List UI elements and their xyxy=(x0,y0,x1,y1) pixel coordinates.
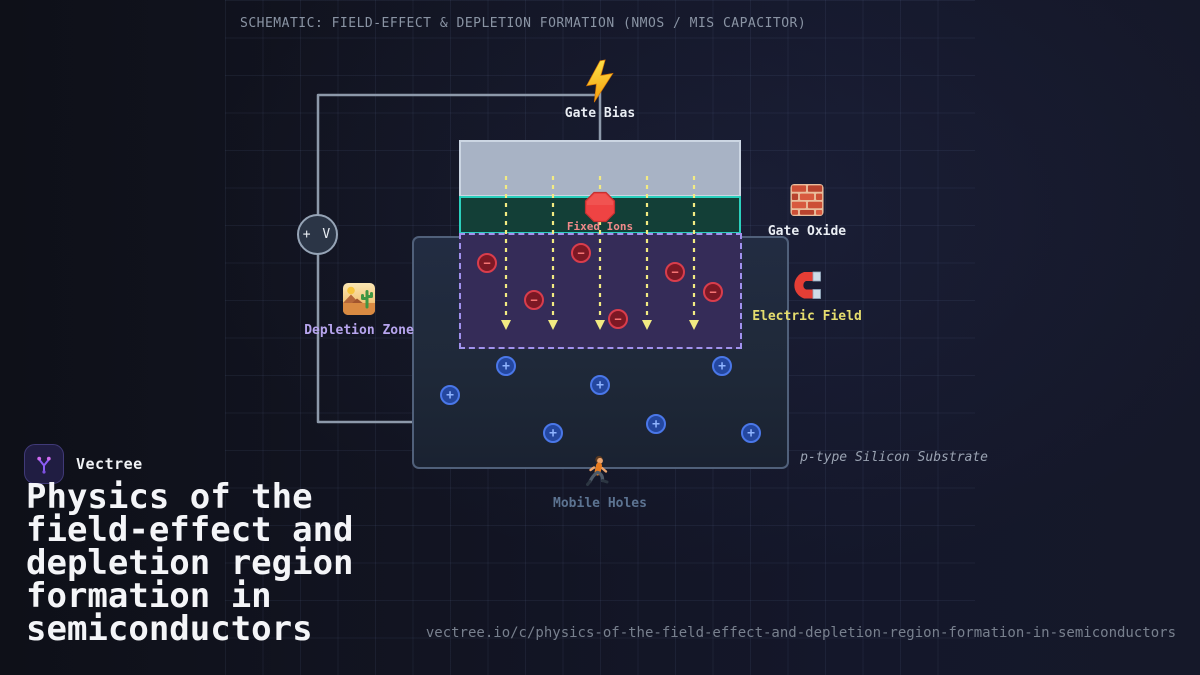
brand-name: Vectree xyxy=(76,455,143,473)
gate-electrode-region xyxy=(459,140,741,197)
vectree-logo xyxy=(24,444,64,484)
schematic-title: SCHEMATIC: FIELD-EFFECT & DEPLETION FORM… xyxy=(240,16,807,31)
stop-sign-icon xyxy=(584,191,616,223)
voltage-source: + V xyxy=(297,214,338,255)
vectree-branch-icon xyxy=(37,456,51,474)
brand-row: Vectree xyxy=(24,444,143,484)
page-url[interactable]: vectree.io/c/physics-of-the-field-effect… xyxy=(425,625,1176,641)
lightning-icon xyxy=(578,57,623,105)
voltage-source-label: + V xyxy=(302,227,333,242)
desert-icon xyxy=(342,282,376,316)
mobile-holes-label: Mobile Holes xyxy=(553,496,647,511)
runner-icon xyxy=(586,455,614,488)
page-title: Physics of the field-effect and depletio… xyxy=(26,477,354,649)
circuit-wire-loop xyxy=(316,93,600,424)
substrate-label: p-type Silicon Substrate xyxy=(800,450,988,465)
fixed-ions-label: Fixed Ions xyxy=(566,220,634,233)
magnet-icon xyxy=(790,268,824,302)
brick-icon xyxy=(790,183,824,217)
gate-bias-label: Gate Bias xyxy=(564,106,636,121)
depletion-zone-label: Depletion Zone xyxy=(304,323,414,338)
gate-oxide-label: Gate Oxide xyxy=(767,224,847,239)
electric-field-label: Electric Field xyxy=(752,309,862,324)
depletion-region xyxy=(459,233,742,349)
